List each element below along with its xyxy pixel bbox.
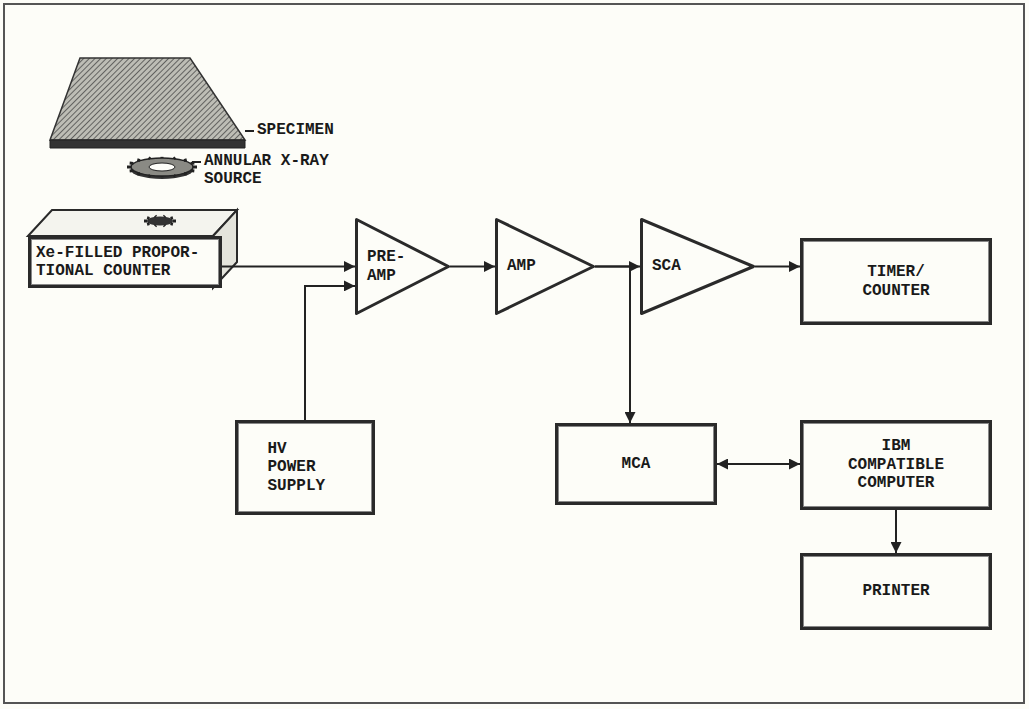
detector-window — [144, 216, 176, 227]
preamp-triangle: PRE- AMP — [355, 218, 450, 315]
printer-box: PRINTER — [800, 553, 992, 630]
box-label: MCA — [606, 455, 666, 473]
counter-housing — [28, 210, 237, 288]
annular-source — [127, 157, 197, 179]
amplifier-triangle: AMP — [495, 218, 595, 315]
power-supply-box: HV POWER SUPPLY — [235, 420, 375, 515]
signal-line — [222, 266, 355, 268]
box-label: TIMER/ COUNTER — [851, 263, 941, 300]
signal-line — [450, 266, 495, 268]
part-label: SPECIMEN — [257, 121, 357, 139]
mca-box: MCA — [555, 423, 717, 505]
box-label: Xe-FILLED PROPOR- TIONAL COUNTER — [36, 244, 214, 281]
signal-line — [595, 267, 630, 424]
specimen-plate — [50, 58, 245, 148]
box-label: SCA — [652, 257, 702, 275]
signal-line — [755, 266, 800, 268]
frame — [4, 4, 1024, 703]
sca-triangle: SCA — [640, 218, 755, 315]
timer-counter-box: TIMER/ COUNTER — [800, 238, 992, 325]
detector-box: Xe-FILLED PROPOR- TIONAL COUNTER — [28, 236, 222, 288]
leader-line — [245, 130, 254, 132]
box-label: PRINTER — [846, 582, 946, 600]
box-label: HV POWER SUPPLY — [268, 440, 343, 495]
leader-line — [192, 161, 201, 163]
signal-line — [305, 286, 355, 420]
box-label: PRE- AMP — [367, 248, 417, 285]
box-label: IBM COMPATIBLE COMPUTER — [840, 437, 952, 492]
signal-line — [717, 463, 800, 465]
box-label: AMP — [507, 257, 557, 275]
signal-line — [895, 510, 897, 553]
computer-box: IBM COMPATIBLE COMPUTER — [800, 420, 992, 510]
part-label: ANNULAR X-RAY SOURCE — [204, 152, 339, 189]
